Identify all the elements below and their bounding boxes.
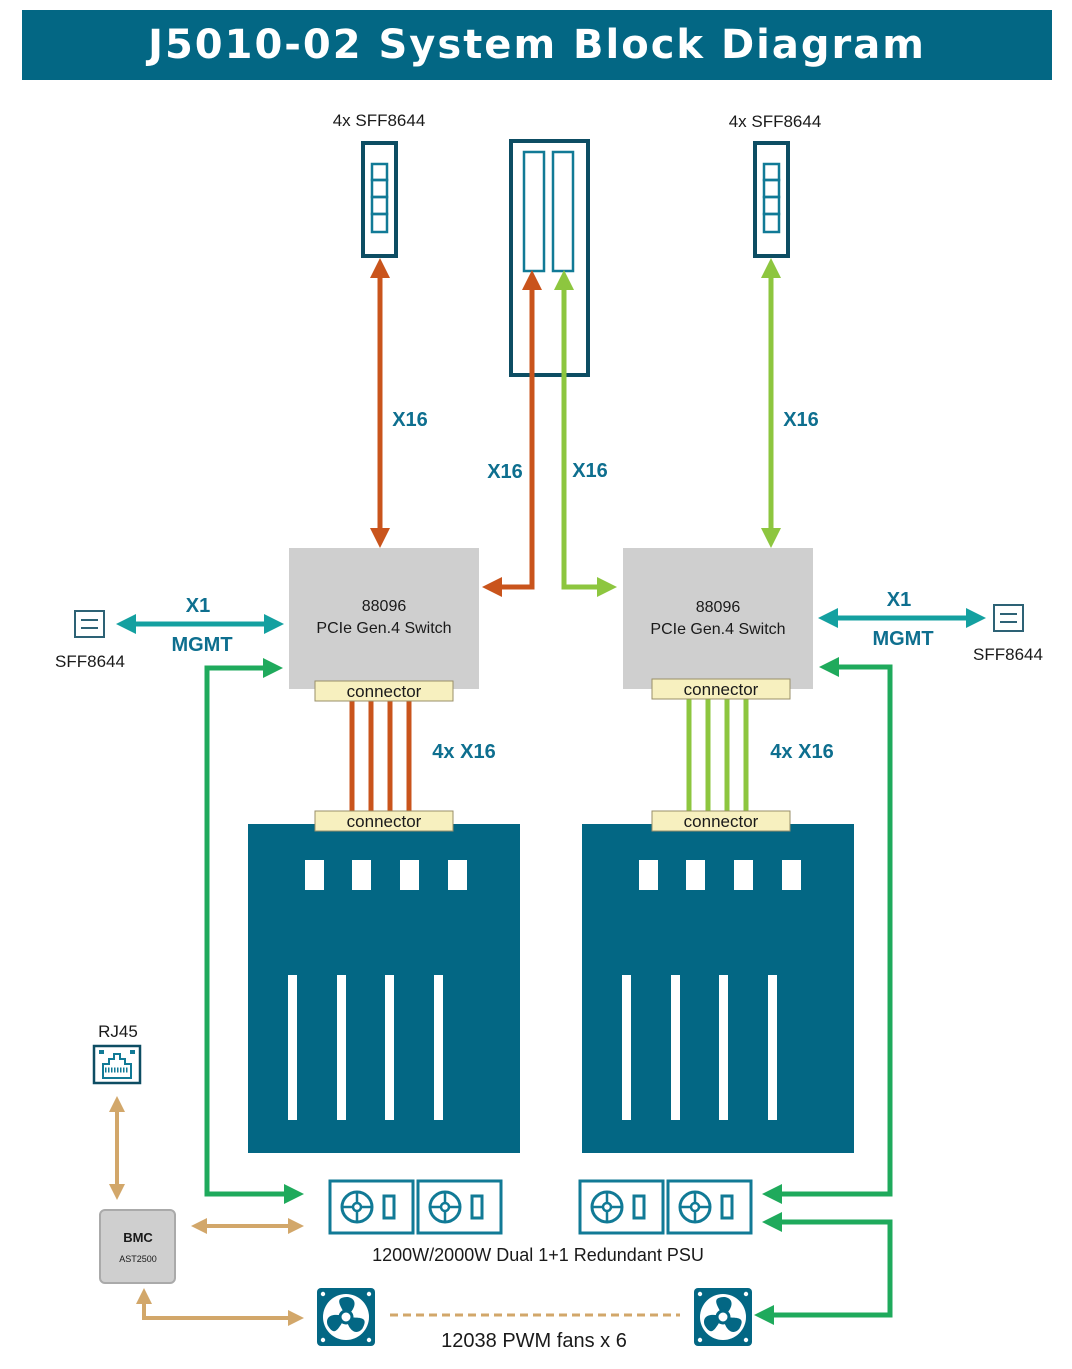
sff8644-quad-port-icon [753,141,790,258]
right-switch-desc: PCIe Gen.4 Switch [650,621,785,638]
bmc-chip-model: AST2500 [119,1254,157,1264]
left-switch-desc: PCIe Gen.4 Switch [316,620,451,637]
right-sff8644-mgmt-port-icon [993,604,1024,632]
svg-text:connector: connector [347,682,422,701]
center-left-x16-link [482,270,542,597]
fan-icon [694,1288,752,1346]
top-right-port-label: 4x SFF8644 [729,112,822,131]
right-top-link-label: X16 [783,409,819,431]
psu-unit-icon [328,1179,415,1235]
left-cables-label: 4x X16 [432,741,495,763]
right-backplane-board [582,824,854,1153]
bmc-chip: BMC AST2500 [99,1209,176,1284]
center-left-link-label: X16 [487,461,523,483]
right-cables-label: 4x X16 [770,741,833,763]
right-cable-bundle [686,698,749,812]
psu-group [328,1179,753,1235]
right-mgmt-top-label: X1 [887,589,911,611]
svg-text:connector: connector [684,812,759,831]
fans-label: 12038 PWM fans x 6 [441,1330,627,1352]
right-switch-to-psu-link [762,657,893,1204]
svg-text:connector: connector [347,812,422,831]
right-switch-model: 88096 [696,599,741,616]
left-side-port-label: SFF8644 [55,652,125,671]
psu-unit-icon [416,1179,503,1235]
left-backplane-board [248,824,520,1153]
right-side-port-label: SFF8644 [973,645,1043,664]
left-switch-to-psu-link [204,658,304,1204]
right-mgmt-bottom-label: MGMT [872,628,933,650]
psu-unit-icon [666,1179,753,1235]
center-right-x16-link [554,270,617,597]
right-board-connector: connector [651,810,791,832]
rj45-port-icon [92,1044,142,1085]
center-right-link-label: X16 [572,460,608,482]
title-bar: J5010-02 System Block Diagram [22,10,1052,80]
left-board-connector: connector [314,810,454,832]
bmc-title: BMC [123,1230,153,1245]
psu-label: 1200W/2000W Dual 1+1 Redundant PSU [372,1245,704,1265]
left-switch-model: 88096 [362,598,407,615]
rj45-label: RJ45 [98,1022,138,1041]
diagram-title: J5010-02 System Block Diagram [148,22,926,68]
right-pcie-switch: 88096 PCIe Gen.4 Switch [623,548,813,689]
top-left-port-label: 4x SFF8644 [333,111,426,130]
sff8644-quad-port-icon [361,141,398,258]
left-mgmt-top-label: X1 [186,595,210,617]
left-mgmt-bottom-label: MGMT [171,634,232,656]
bmc-fan-link [136,1288,304,1326]
left-top-link-label: X16 [392,409,428,431]
left-cable-bundle [349,700,412,812]
psu-unit-icon [578,1179,665,1235]
left-sff8644-mgmt-port-icon [74,610,105,638]
host-pcie-slots-icon [509,139,590,377]
left-switch-connector: connector [314,680,454,702]
fan-icon [317,1288,375,1346]
psu-to-fan-link [754,1212,893,1325]
right-switch-connector: connector [651,678,791,700]
svg-text:connector: connector [684,680,759,699]
left-pcie-switch: 88096 PCIe Gen.4 Switch [289,548,479,689]
